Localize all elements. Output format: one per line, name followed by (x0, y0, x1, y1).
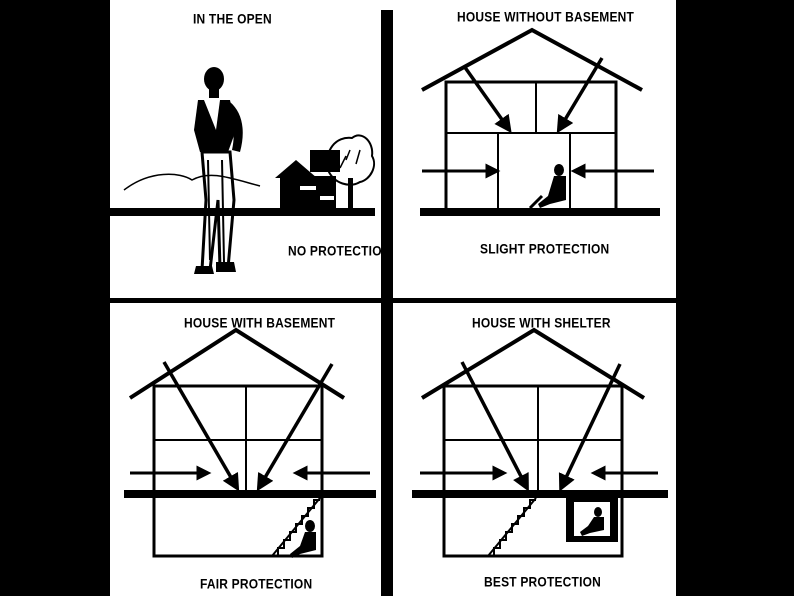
title-house-with-basement: HOUSE WITH BASEMENT (184, 315, 336, 331)
caption-slight-protection: SLIGHT PROTECTION (480, 241, 610, 257)
horizontal-divider (110, 298, 676, 303)
caption-no-protection: NO PROTECTION (288, 243, 391, 259)
title-house-without-basement: HOUSE WITHOUT BASEMENT (457, 9, 635, 25)
standing-man (194, 67, 243, 274)
distant-house (275, 150, 340, 210)
hills (123, 173, 261, 191)
panel-in-the-open (110, 67, 376, 274)
panel-house-without-basement (420, 27, 660, 216)
diagram-drawing (110, 10, 676, 596)
protection-diagram: IN THE OPEN NO PROTECTION HOUSE WITHOUT … (110, 0, 676, 596)
caption-best-protection: BEST PROTECTION (484, 574, 602, 590)
tree (326, 134, 376, 208)
title-in-the-open: IN THE OPEN (193, 11, 272, 27)
panel-house-with-shelter (412, 327, 668, 558)
panel-house-with-basement (124, 327, 376, 558)
caption-fair-protection: FAIR PROTECTION (200, 576, 313, 592)
title-house-with-shelter: HOUSE WITH SHELTER (472, 315, 611, 331)
ground (110, 208, 375, 216)
